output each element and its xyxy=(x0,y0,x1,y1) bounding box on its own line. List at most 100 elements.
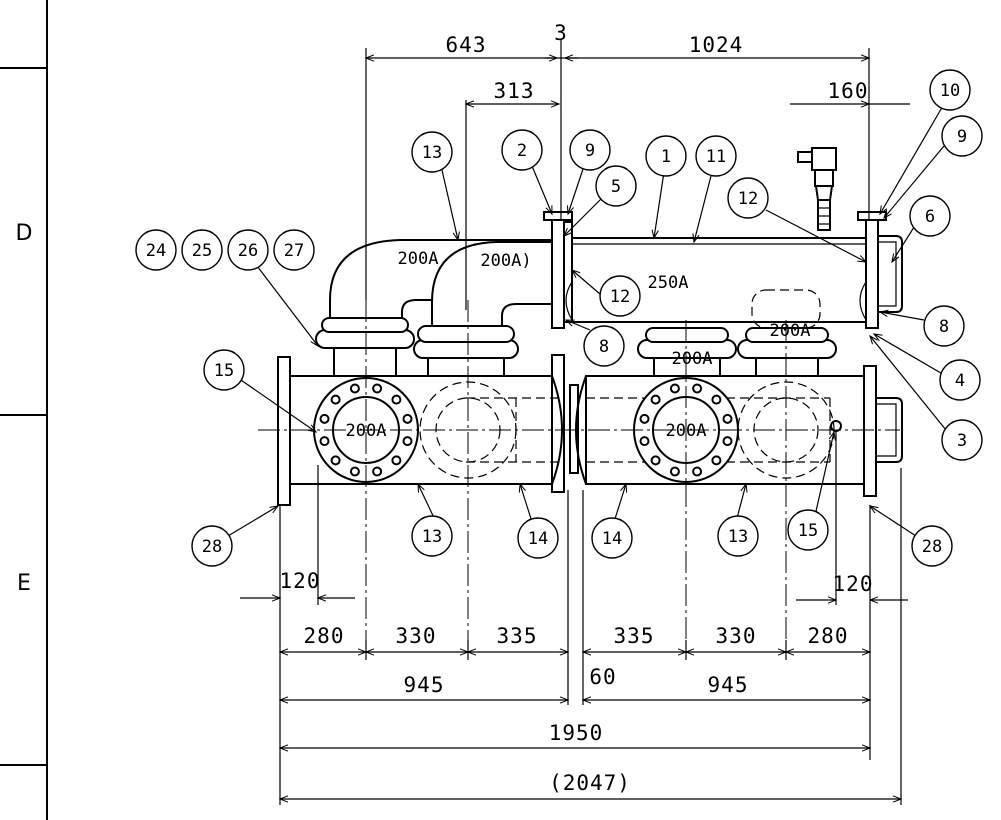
dim-335-left: 335 xyxy=(497,624,538,648)
balloon-26: 26 xyxy=(227,229,269,271)
balloon-3: 3 xyxy=(941,419,983,461)
svg-text:12: 12 xyxy=(610,287,630,307)
dim-160: 160 xyxy=(828,79,869,103)
balloon-8-right: 8 xyxy=(923,305,965,347)
dim-1024: 1024 xyxy=(689,33,744,57)
balloon-8-mid: 8 xyxy=(583,325,625,367)
svg-text:11: 11 xyxy=(706,147,726,167)
balloon-28-right: 28 xyxy=(911,525,953,567)
dim-60: 60 xyxy=(589,665,616,689)
svg-text:25: 25 xyxy=(192,241,212,261)
bolt-hole xyxy=(711,455,722,466)
bolt-hole xyxy=(319,436,330,447)
bolt-hole xyxy=(372,466,383,477)
svg-text:4: 4 xyxy=(955,371,965,391)
drawing-frame: D E xyxy=(0,0,48,820)
upper-header-pipe: 250A xyxy=(543,211,903,329)
svg-text:28: 28 xyxy=(922,537,942,557)
svg-text:14: 14 xyxy=(528,529,548,549)
balloon-4: 4 xyxy=(939,359,981,401)
balloon-5: 5 xyxy=(595,165,637,207)
balloon-1: 1 xyxy=(645,135,687,177)
svg-text:13: 13 xyxy=(422,143,442,163)
dim-945-left: 945 xyxy=(404,673,445,697)
balloon-10: 10 xyxy=(929,69,971,111)
svg-text:2: 2 xyxy=(517,141,527,161)
svg-text:10: 10 xyxy=(940,81,960,101)
leader-lines xyxy=(227,103,947,537)
svg-text:27: 27 xyxy=(284,241,304,261)
elbow-pipe-right: 200A) xyxy=(431,241,552,330)
bolt-hole xyxy=(692,466,703,477)
svg-text:14: 14 xyxy=(602,529,622,549)
pipe-size-label: 200A) xyxy=(480,251,531,271)
balloon-13-left: 13 xyxy=(411,515,453,557)
dim-330-right: 330 xyxy=(716,624,757,648)
pipe-size-label: 200A xyxy=(672,349,713,369)
solenoid-valve xyxy=(797,147,837,231)
balloon-13-top: 13 xyxy=(411,131,453,173)
svg-text:28: 28 xyxy=(202,537,222,557)
svg-text:8: 8 xyxy=(939,317,949,337)
svg-text:9: 9 xyxy=(585,141,595,161)
svg-text:8: 8 xyxy=(599,337,609,357)
extension-lines xyxy=(279,40,902,805)
balloon-15-right: 15 xyxy=(787,509,829,551)
balloon-24: 24 xyxy=(135,229,177,271)
dim-330-left: 330 xyxy=(396,624,437,648)
zone-label-d: D xyxy=(16,221,33,246)
dim-280-left: 280 xyxy=(304,624,345,648)
bolt-hole xyxy=(349,383,360,394)
bolt-hole xyxy=(319,413,330,424)
pipe-size-label: 200A xyxy=(346,421,387,441)
bolt-hole xyxy=(669,466,680,477)
balloon-12-right: 12 xyxy=(727,177,769,219)
dim-3: 3 xyxy=(554,21,568,45)
svg-text:26: 26 xyxy=(238,241,258,261)
nozzle-stack-3: 200A xyxy=(637,327,737,377)
nozzle-stack-4: 200A xyxy=(737,289,837,377)
svg-text:6: 6 xyxy=(925,207,935,227)
svg-text:15: 15 xyxy=(214,361,234,381)
balloon-2: 2 xyxy=(501,129,543,171)
svg-text:3: 3 xyxy=(957,431,967,451)
bolt-hole xyxy=(639,413,650,424)
small-port-15 xyxy=(830,420,842,432)
dim-120-right: 120 xyxy=(833,572,874,596)
balloon-25: 25 xyxy=(181,229,223,271)
dim-1950: 1950 xyxy=(549,721,604,745)
bolt-hole xyxy=(372,383,383,394)
svg-text:13: 13 xyxy=(422,527,442,547)
dimension-texts: 643 3 1024 313 160 120 120 280 330 335 3… xyxy=(280,21,874,795)
svg-text:13: 13 xyxy=(728,527,748,547)
balloon-9-top: 9 xyxy=(569,129,611,171)
svg-text:1: 1 xyxy=(661,147,671,167)
balloon-11: 11 xyxy=(695,135,737,177)
bolt-hole xyxy=(391,455,402,466)
balloon-13-right: 13 xyxy=(717,515,759,557)
zone-label-e: E xyxy=(17,571,31,596)
centerlines xyxy=(258,300,900,640)
svg-text:15: 15 xyxy=(798,521,818,541)
bolt-hole xyxy=(711,394,722,405)
bolt-hole xyxy=(669,383,680,394)
lower-tank-right xyxy=(575,365,903,497)
dim-120-left: 120 xyxy=(280,569,321,593)
dimension-lines xyxy=(240,54,910,803)
svg-text:9: 9 xyxy=(957,127,967,147)
balloon-27: 27 xyxy=(273,229,315,271)
nozzle-stack-2 xyxy=(413,325,519,377)
balloon-28-left: 28 xyxy=(191,525,233,567)
svg-text:24: 24 xyxy=(146,241,166,261)
dim-313: 313 xyxy=(494,79,535,103)
svg-text:5: 5 xyxy=(611,177,621,197)
bolt-hole xyxy=(330,394,341,405)
balloon-15-left: 15 xyxy=(203,349,245,391)
bolt-hole xyxy=(349,466,360,477)
pipe-size-label: 250A xyxy=(648,273,689,293)
bolt-hole xyxy=(650,394,661,405)
pipe-size-label: 200A xyxy=(770,321,811,341)
nozzle-stack-1 xyxy=(315,317,415,377)
dim-2047: (2047) xyxy=(549,771,631,795)
